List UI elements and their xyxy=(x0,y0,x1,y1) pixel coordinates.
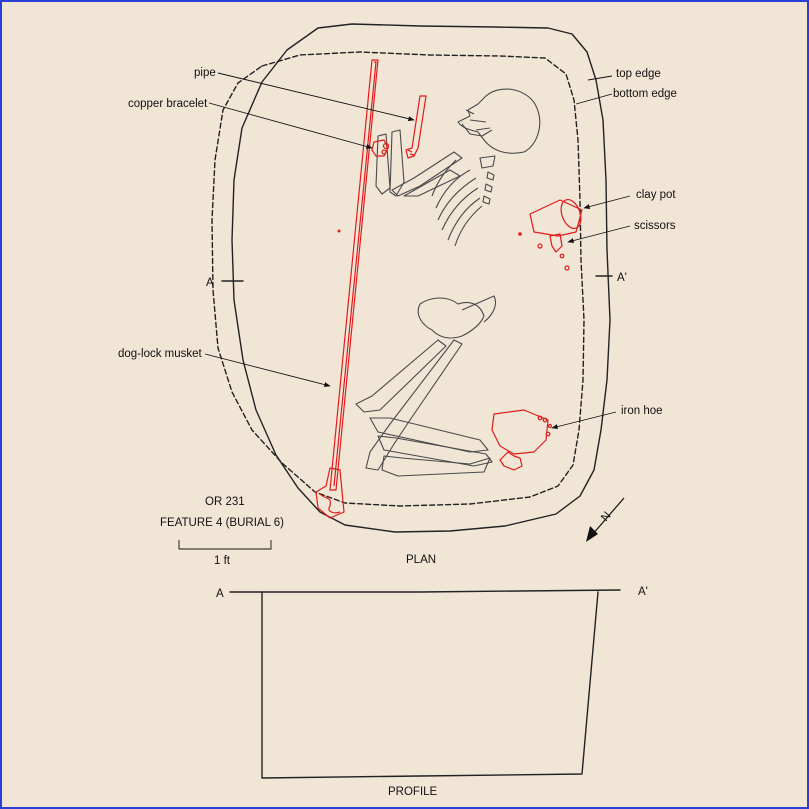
copper-bracelet-label: copper bracelet xyxy=(128,98,208,110)
plan-label: PLAN xyxy=(406,554,436,566)
section-a-prime-label: A' xyxy=(617,272,627,284)
bottom-edge-outline xyxy=(211,51,585,507)
pipe-leader xyxy=(217,72,415,122)
bottom-edge-leader xyxy=(575,93,613,105)
scale-bar-label: 1 ft xyxy=(214,555,231,567)
clay-pot-leader xyxy=(583,195,631,210)
skeleton xyxy=(355,88,541,477)
iron-hoe-label: iron hoe xyxy=(621,405,663,417)
dog-lock-musket-label: dog-lock musket xyxy=(118,348,203,360)
profile-section xyxy=(229,589,621,779)
top-edge-label: top edge xyxy=(616,68,661,80)
site-number: OR 231 xyxy=(205,496,245,508)
dog-lock-musket-leader xyxy=(204,353,331,388)
north-arrow: N xyxy=(586,497,625,542)
scissors-label: scissors xyxy=(634,220,676,232)
copper-bracelet-leader xyxy=(208,102,373,149)
copper-bracelet xyxy=(371,139,390,157)
dog-lock-musket xyxy=(315,59,379,519)
iron-hoe-leader xyxy=(551,411,617,430)
scissors-leader xyxy=(567,225,631,244)
profile-a-prime-label: A' xyxy=(638,586,648,598)
profile-a-label: A xyxy=(216,588,224,600)
clay-pot xyxy=(337,198,583,237)
feature-title: FEATURE 4 (BURIAL 6) xyxy=(160,517,284,529)
top-edge-leader xyxy=(587,75,613,81)
iron-hoe xyxy=(491,409,553,471)
scissors xyxy=(537,233,570,271)
pipe-label: pipe xyxy=(194,67,216,79)
pipe xyxy=(405,95,427,159)
scale-bar: 1 ft xyxy=(178,540,272,567)
clay-pot-label: clay pot xyxy=(636,189,676,201)
profile-label: PROFILE xyxy=(388,786,438,798)
bottom-edge-label: bottom edge xyxy=(613,88,677,100)
top-edge-outline xyxy=(231,23,611,533)
section-a-label: A xyxy=(206,277,214,289)
